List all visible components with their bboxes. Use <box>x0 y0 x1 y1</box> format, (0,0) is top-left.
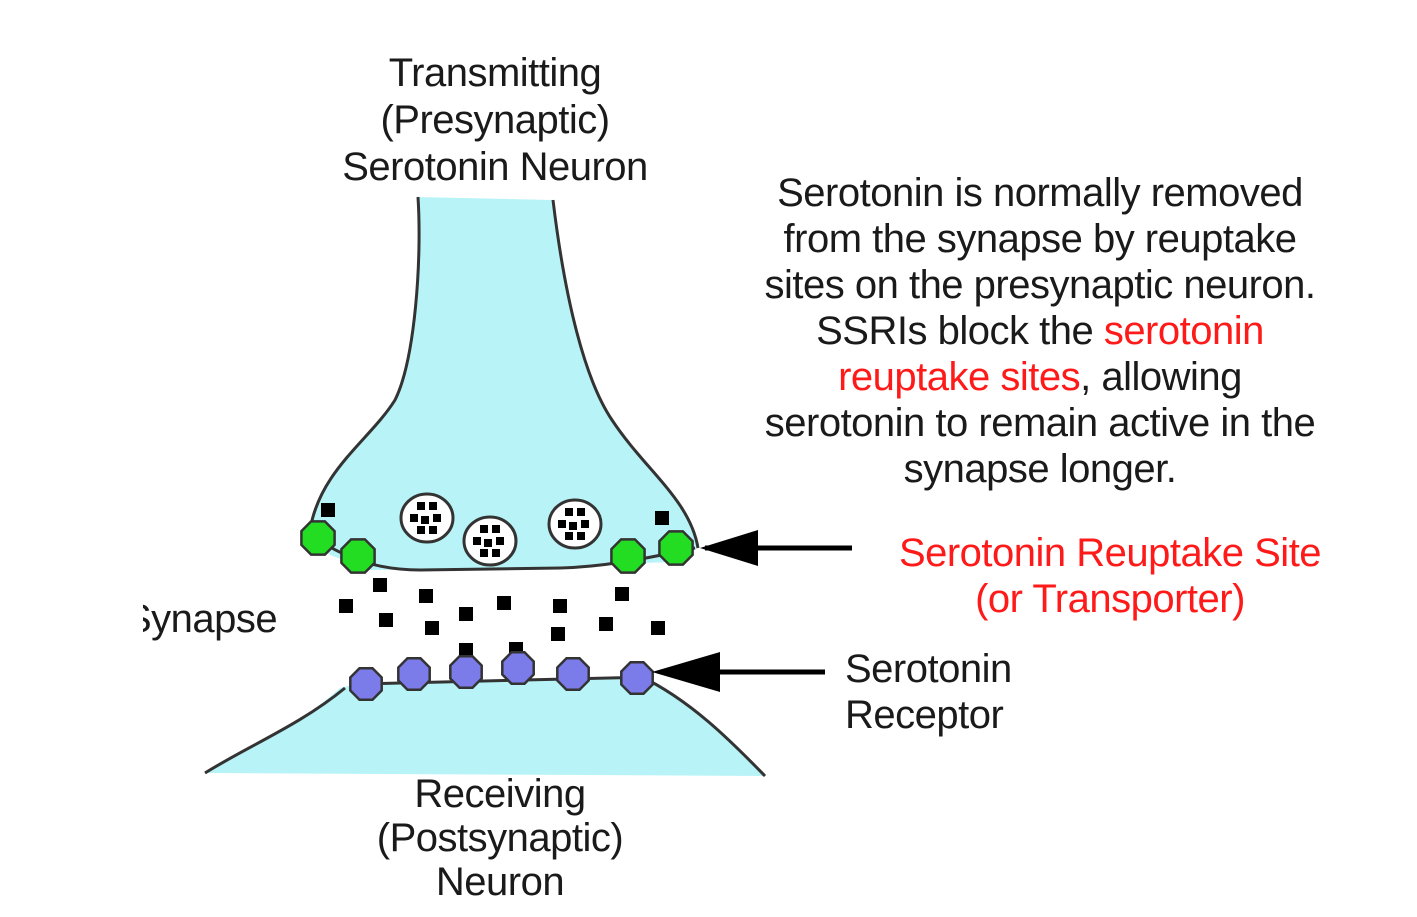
reuptake-label-line: Serotonin Reuptake Site <box>898 531 1322 575</box>
reuptake-site-group <box>300 520 694 574</box>
postsynaptic-neuron-label: Receiving (Postsynaptic) Neuron <box>310 772 690 904</box>
vesicle-icon <box>399 492 455 544</box>
reuptake-site-icon <box>340 538 376 574</box>
postsynaptic-outline-right <box>639 674 767 778</box>
serotonin-molecule-icon <box>339 599 353 613</box>
serotonin-molecule-group <box>321 503 669 657</box>
receptor-icon <box>349 667 383 701</box>
serotonin-molecule-icon <box>379 613 393 627</box>
receptor-label-line: Receptor <box>845 693 1004 737</box>
serotonin-molecule-icon <box>497 596 511 610</box>
postsynaptic-neuron <box>205 676 765 776</box>
vesicle-group <box>399 492 603 567</box>
arrow-left-icon <box>652 652 825 692</box>
postsynaptic-label-line: Neuron <box>435 860 565 904</box>
serotonin-molecule-icon <box>419 589 433 603</box>
reuptake-site-icon <box>300 520 336 556</box>
receptor-group <box>349 651 654 701</box>
explanation-line: SSRIs block the serotonin <box>690 308 1390 354</box>
reuptake-site-icon <box>658 530 694 566</box>
serotonin-molecule-icon <box>459 643 473 657</box>
receptor-label: Serotonin Receptor <box>845 646 1045 738</box>
receptor-label-line: Serotonin <box>845 647 1012 691</box>
serotonin-molecule-icon <box>551 627 565 641</box>
explanation-line: Serotonin is normally removed <box>777 171 1303 215</box>
explanation-line: synapse longer. <box>903 447 1177 491</box>
presynaptic-neuron-label: Transmitting (Presynaptic) Serotonin Neu… <box>300 50 690 191</box>
receptor-icon <box>556 657 590 691</box>
serotonin-molecule-icon <box>651 621 665 635</box>
postsynaptic-outline-left <box>204 686 346 775</box>
explanation-line: sites on the presynaptic neuron. <box>764 263 1316 307</box>
serotonin-molecule-icon <box>459 607 473 621</box>
reuptake-site-label: Serotonin Reuptake Site (or Transporter) <box>850 530 1370 622</box>
serotonin-molecule-icon <box>615 587 629 601</box>
explanation-highlight: serotonin <box>1103 309 1265 353</box>
synapse-label: Synapse <box>143 597 278 641</box>
postsynaptic-label-line: (Postsynaptic) <box>376 816 624 860</box>
explanation-line: from the synapse by reuptake <box>783 217 1297 261</box>
explanation-segment: SSRIs block the <box>816 309 1104 353</box>
presynaptic-label-line: Transmitting <box>388 51 602 95</box>
serotonin-molecule-icon <box>321 503 335 517</box>
vesicle-icon <box>462 515 518 567</box>
presynaptic-outline-left <box>308 196 421 531</box>
serotonin-molecule-icon <box>373 578 387 592</box>
serotonin-molecule-icon <box>553 599 567 613</box>
presynaptic-label-line: Serotonin Neuron <box>342 145 648 189</box>
presynaptic-label-line: (Presynaptic) <box>380 98 610 142</box>
serotonin-molecule-icon <box>655 511 669 525</box>
arrow-left-icon <box>700 530 852 566</box>
reuptake-label-line: (or Transporter) <box>975 577 1245 621</box>
presynaptic-neuron <box>310 197 698 570</box>
presynaptic-outline-right <box>551 199 700 549</box>
serotonin-molecule-icon <box>599 617 613 631</box>
receptor-icon <box>397 657 431 691</box>
explanation-text: Serotonin is normally removed from the s… <box>690 170 1390 492</box>
receptor-icon <box>449 655 483 689</box>
postsynaptic-label-line: Receiving <box>414 772 586 816</box>
explanation-line: reuptake sites, allowing <box>690 354 1390 400</box>
explanation-segment: , allowing <box>1080 355 1242 399</box>
receptor-icon <box>501 651 535 685</box>
reuptake-site-icon <box>610 538 646 574</box>
explanation-line: serotonin to remain active in the <box>764 401 1316 445</box>
explanation-highlight: reuptake sites <box>838 355 1081 399</box>
receptor-icon <box>620 661 654 695</box>
vesicle-icon <box>547 498 603 550</box>
serotonin-molecule-icon <box>425 621 439 635</box>
